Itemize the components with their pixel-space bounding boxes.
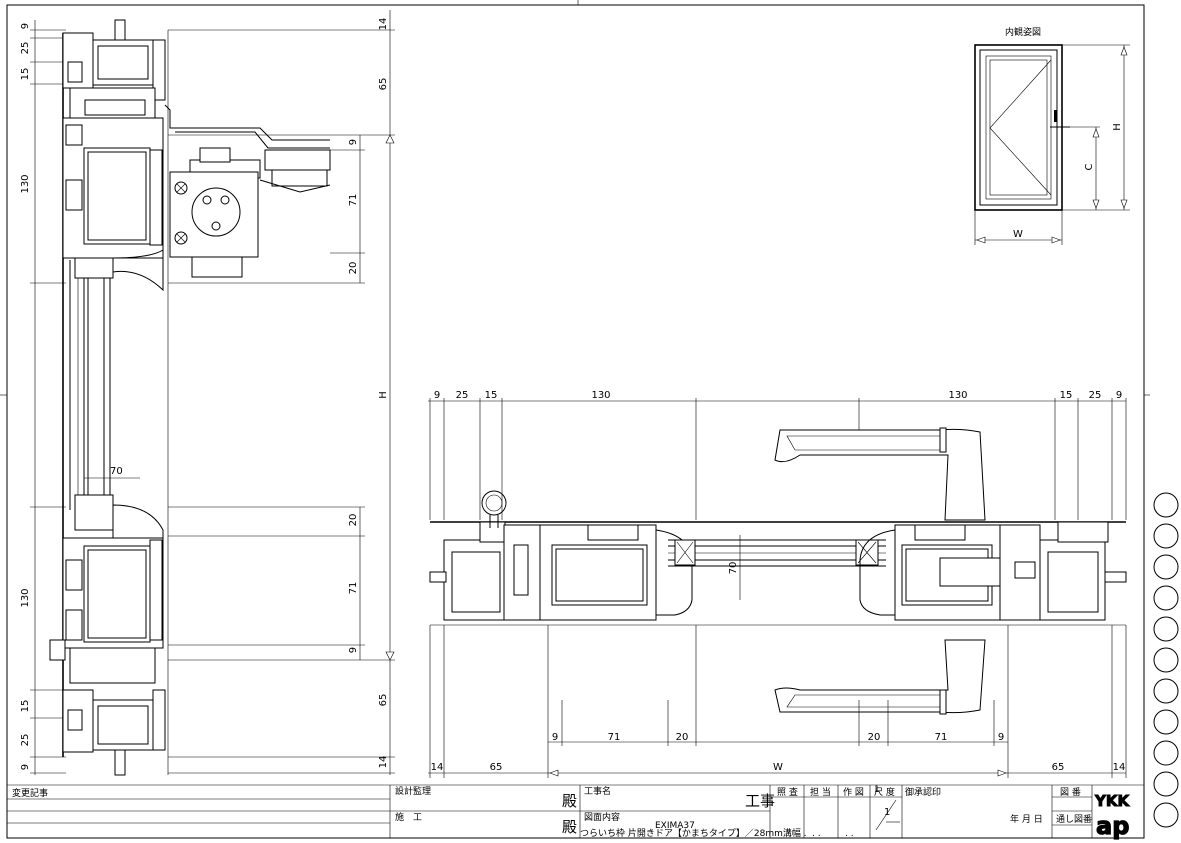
hdim-top-0: 9 bbox=[434, 390, 440, 401]
design-supervision-label: 設計監理 bbox=[395, 785, 431, 797]
hdim-bottom-2: 9 bbox=[552, 732, 558, 743]
hdim-top-6: 25 bbox=[1089, 390, 1102, 401]
drawing-content-label: 図面内容 bbox=[584, 811, 620, 823]
elevation-w: W bbox=[1013, 229, 1023, 240]
vdim-right-4: 20 bbox=[348, 262, 359, 275]
interior-elevation: 内観姿図 H C W bbox=[974, 26, 1130, 245]
scale-label: 尺 度 bbox=[874, 786, 895, 798]
vdim-right-6: 20 bbox=[348, 514, 359, 527]
hdim-bottom-0: 14 bbox=[431, 762, 444, 773]
dots-2: . . bbox=[845, 829, 854, 839]
elevation-h: H bbox=[1112, 123, 1123, 131]
hdim-top-5: 15 bbox=[1060, 390, 1073, 401]
hdim-bottom-10: 14 bbox=[1113, 762, 1126, 773]
hdim-bottom-4: 20 bbox=[676, 732, 689, 743]
margin-circles bbox=[1153, 492, 1179, 828]
vdim-right-3: 71 bbox=[348, 194, 359, 207]
vdim-left-6: 25 bbox=[20, 734, 31, 747]
hdim-bottom-w: W bbox=[773, 762, 783, 773]
charge-label: 担 当 bbox=[810, 786, 831, 798]
vdim-right-9: 65 bbox=[378, 694, 389, 707]
vdim-left-2: 15 bbox=[20, 68, 31, 81]
vdim-right-2: 9 bbox=[348, 139, 359, 145]
vdim-right-7: 71 bbox=[348, 582, 359, 595]
hdim-bottom-6: 20 bbox=[868, 732, 881, 743]
scale-denominator: 1 bbox=[884, 807, 890, 818]
vdim-right-1: 65 bbox=[378, 78, 389, 91]
date-label: 年 月 日 bbox=[1010, 813, 1043, 825]
approval-label: 御承認印 bbox=[905, 786, 941, 798]
vdim-left-7: 9 bbox=[20, 764, 31, 770]
hdim-bottom-7: 71 bbox=[935, 732, 948, 743]
vdim-right-0: 14 bbox=[378, 18, 389, 31]
ykk-ap-logo: YKK ap bbox=[1094, 792, 1131, 841]
vdim-left-0: 9 bbox=[20, 23, 31, 29]
change-record-label: 変更記事 bbox=[12, 787, 48, 799]
dono-2: 殿 bbox=[562, 818, 577, 836]
logo-bottom-text: ap bbox=[1096, 812, 1129, 840]
hsec-70-label: 70 bbox=[728, 562, 739, 575]
title-block: 変更記事 設計監理 施 工 殿 殿 工事名 工事 図面内容 EXIMA37 つら… bbox=[7, 785, 1131, 841]
drawing-content: つらいち枠 片開きドア【かまちタイプ】／28mm溝幅 . bbox=[580, 827, 807, 839]
construction-label: 施 工 bbox=[395, 811, 422, 823]
hdim-bottom-9: 65 bbox=[1052, 762, 1065, 773]
project-name-label: 工事名 bbox=[584, 785, 611, 797]
drafted-label: 作 図 bbox=[843, 786, 864, 798]
hdim-top-1: 25 bbox=[456, 390, 469, 401]
sheet-border bbox=[6, 4, 1145, 839]
vdim-right-h: H bbox=[378, 391, 389, 399]
elevation-c: C bbox=[1084, 163, 1095, 170]
vdim-left-3: 130 bbox=[20, 174, 31, 193]
drawing-no-label: 図 番 bbox=[1060, 786, 1081, 798]
vdim-left-4: 130 bbox=[20, 588, 31, 607]
hdim-top-2: 15 bbox=[485, 390, 498, 401]
vdim-left-5: 15 bbox=[20, 700, 31, 713]
hdim-bottom-3: 71 bbox=[608, 732, 621, 743]
hdim-top-4: 130 bbox=[948, 390, 967, 401]
vertical-section: 9 25 15 130 130 15 25 9 14 65 9 71 bbox=[20, 10, 395, 776]
scale-numerator: 1 bbox=[874, 785, 880, 795]
project-suffix: 工事 bbox=[745, 792, 775, 810]
vdim-right-8: 9 bbox=[348, 647, 359, 653]
dono-1: 殿 bbox=[562, 792, 577, 810]
dots-1: . . bbox=[812, 829, 821, 839]
serial-no-label: 通し図番 bbox=[1056, 813, 1092, 825]
product-code: EXIMA37 bbox=[655, 821, 695, 831]
hdim-bottom-8: 9 bbox=[998, 732, 1004, 743]
logo-top-text: YKK bbox=[1094, 792, 1130, 810]
hdim-bottom-1: 65 bbox=[490, 762, 503, 773]
vsec-70-label: 70 bbox=[110, 466, 123, 477]
horizontal-section: 9 25 15 130 130 15 25 9 bbox=[428, 390, 1127, 778]
vdim-left-1: 25 bbox=[20, 42, 31, 55]
hdim-top-3: 130 bbox=[591, 390, 610, 401]
hdim-top-7: 9 bbox=[1116, 390, 1122, 401]
elevation-title: 内観姿図 bbox=[1005, 26, 1041, 38]
check-label: 照 査 bbox=[777, 786, 798, 798]
vdim-right-10: 14 bbox=[378, 756, 389, 769]
